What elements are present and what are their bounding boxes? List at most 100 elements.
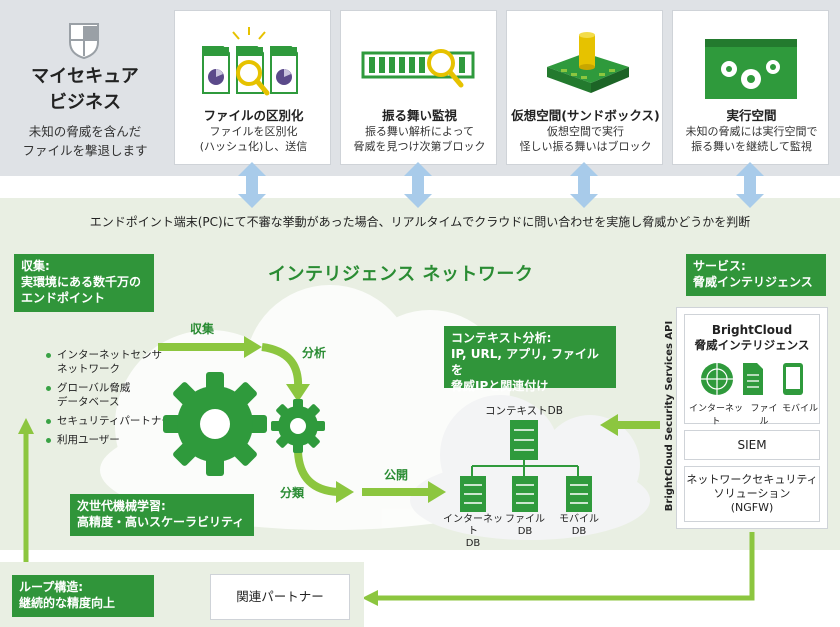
classify-label: 分類	[280, 486, 305, 500]
list-item: 利用ユーザー	[46, 433, 172, 447]
brand-title-line2: ビジネス	[49, 92, 121, 113]
db-label-line1: モバイル	[559, 514, 599, 525]
ngfw-line2: ソリューション	[713, 487, 791, 500]
card-description: 仮想空間で実行 怪しい振る舞いはブロック	[509, 124, 662, 154]
brightcloud-subtitle: 脅威インテリジェンス	[694, 338, 810, 352]
file-db-icon	[512, 476, 538, 512]
collect-box-line3: エンドポイント	[21, 291, 106, 305]
db-label-line1: インターネット	[443, 514, 503, 537]
card-title: ファイルの区別化	[203, 108, 304, 123]
source-label: ネットワーク	[57, 363, 120, 375]
card-desc-line2: (ハッシュ化)し、送信	[199, 140, 308, 153]
db-label-line2: DB	[571, 526, 587, 537]
db-label-line2: DB	[465, 538, 481, 549]
execution-window-icon	[705, 39, 797, 99]
collect-box-line2: 実環境にある数千万の	[21, 275, 142, 289]
list-item: インターネットセンサ	[46, 348, 172, 362]
bullet-icon	[46, 418, 51, 424]
mobile-db-icon	[566, 476, 592, 512]
internet-db-label: インターネット DB	[440, 514, 506, 550]
arrowhead-icon	[286, 384, 310, 402]
card-title: 実行空間	[726, 108, 777, 123]
arrowhead-icon	[336, 481, 354, 503]
publish-label: 公開	[384, 468, 409, 482]
gear-small-icon	[271, 399, 325, 453]
collect-label: 収集	[190, 322, 215, 336]
source-label: グローバル脅威	[57, 382, 131, 394]
card-title: 仮想空間(サンドボックス)	[511, 108, 660, 123]
db-label-line2: DB	[517, 526, 533, 537]
arrowhead-icon	[244, 336, 262, 358]
network-title: インテリジェンス ネットワーク	[268, 264, 534, 285]
source-label: 利用ユーザー	[57, 434, 120, 446]
source-label: データベース	[57, 396, 120, 408]
card-description: 未知の脅威には実行空間で 振る舞いを継続して監視	[675, 124, 828, 154]
api-label: BrightCloud Security Services API	[664, 321, 675, 511]
list-item: グローバル脅威	[46, 381, 172, 395]
card-desc-line1: 振る舞い解析によって	[364, 125, 475, 138]
double-arrows	[238, 162, 764, 208]
internet-db-icon	[460, 476, 486, 512]
source-label: セキュリティパートナー	[57, 415, 172, 427]
source-label: インターネットセンサ	[57, 349, 162, 361]
card-title: 振る舞い監視	[381, 108, 457, 123]
brand-desc-line1: 未知の脅威を含んだ	[28, 124, 142, 139]
brightcloud-icons	[701, 363, 803, 395]
arrowhead-icon	[600, 414, 618, 436]
loop-line-right	[376, 532, 755, 601]
card-desc-line1: 仮想空間で実行	[547, 125, 624, 138]
bullet-icon	[46, 352, 51, 358]
card-description: 振る舞い解析によって 脅威を見つけ次第ブロック	[343, 124, 496, 154]
brightcloud-box: BrightCloud 脅威インテリジェンス インターネット ファイル モバイル	[684, 314, 820, 427]
api-label-vertical: BrightCloud Security Services API	[664, 321, 675, 511]
context-analysis-box: コンテキスト分析: IP, URL, アプリ, ファイルを 脅威IPと関連付け	[444, 326, 616, 393]
card-desc-line2: 脅威を見つけ次第ブロック	[353, 140, 486, 153]
card-desc-line1: ファイルを区別化	[209, 125, 298, 138]
service-box: サービス: 脅威インテリジェンス	[686, 254, 826, 296]
shield-logo-icon	[69, 23, 99, 60]
sandbox-icon	[547, 32, 629, 93]
card-execution-space: 実行空間 未知の脅威には実行空間で 振る舞いを継続して監視	[672, 10, 829, 165]
analyze-label: 分析	[302, 346, 327, 360]
double-arrow-icon	[570, 162, 598, 208]
double-arrow-icon	[404, 162, 432, 208]
sources-list: インターネットセンサ ネットワーク グローバル脅威 データベース セキュリティパ…	[46, 348, 172, 447]
db-label-line1: ファイル	[505, 514, 545, 525]
double-arrow-icon	[736, 162, 764, 208]
card-desc-line2: 振る舞いを継続して監視	[691, 140, 812, 153]
globe-icon	[701, 363, 733, 395]
arrowhead-icon	[428, 481, 446, 503]
ml-box-line2: 高精度・高いスケーラビリティ	[77, 515, 245, 529]
context-db-icon	[510, 420, 538, 460]
siem-box: SIEM	[684, 430, 820, 460]
context-db-label: コンテキストDB	[485, 405, 563, 417]
list-item: セキュリティパートナー	[46, 414, 172, 428]
ml-box-line1: 次世代機械学習:	[77, 499, 166, 513]
brightcloud-title: BrightCloud	[711, 323, 793, 337]
collect-box: 収集: 実環境にある数千万の エンドポイント	[14, 254, 154, 312]
arrowhead-icon	[18, 418, 34, 434]
brightcloud-icon-labels: インターネット ファイル モバイル	[685, 401, 819, 427]
cloud-shape	[100, 285, 650, 540]
context-box-line3: 脅威IPと関連付け	[451, 379, 549, 393]
loop-box: ループ構造: 継続的な精度向上	[12, 575, 154, 617]
bullet-icon	[46, 385, 51, 391]
loop-box-line1: ループ構造:	[19, 580, 84, 594]
arrowhead-icon	[362, 590, 378, 606]
brand-desc-line2: ファイルを撃退します	[22, 143, 148, 158]
bullet-icon	[46, 437, 51, 443]
context-box-line1: コンテキスト分析:	[451, 331, 552, 345]
loop-box-line2: 継続的な精度向上	[19, 596, 116, 610]
icon-label-internet: インターネット	[688, 404, 743, 427]
collect-box-line1: 収集:	[21, 259, 50, 273]
brand-description: 未知の脅威を含んだ ファイルを撃退します	[6, 122, 164, 160]
service-box-line2: 脅威インテリジェンス	[693, 275, 813, 289]
ngfw-box: ネットワークセキュリティ ソリューション (NGFW)	[684, 466, 820, 522]
machine-learning-box: 次世代機械学習: 高精度・高いスケーラビリティ	[70, 494, 254, 536]
service-box-line1: サービス:	[693, 259, 746, 273]
icon-label-file: ファイル	[750, 404, 778, 427]
card-sandbox: 仮想空間(サンドボックス) 仮想空間で実行 怪しい振る舞いはブロック	[506, 10, 663, 165]
double-arrow-icon	[238, 162, 266, 208]
brand-title: マイセキュア ビジネス	[10, 64, 160, 116]
